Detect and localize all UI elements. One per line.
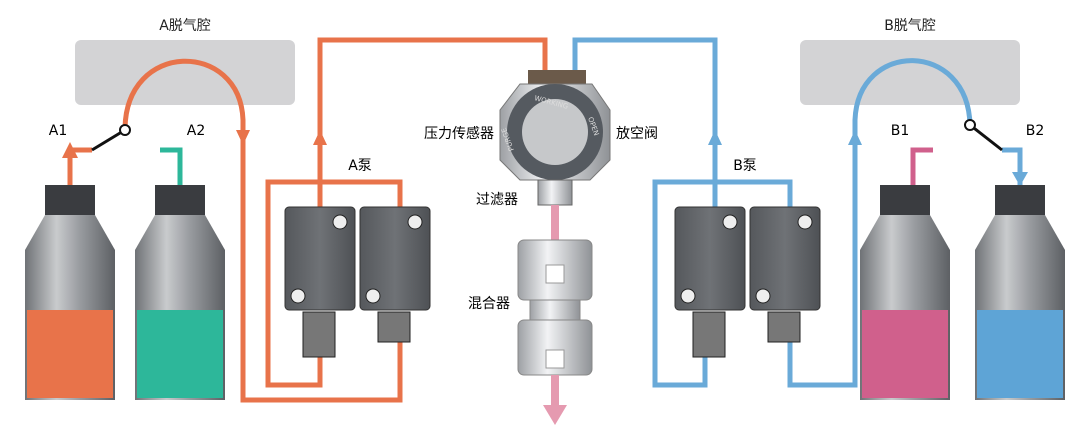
mixer [517,239,593,376]
pump-a [284,206,431,358]
outlet-arrow-icon [543,405,567,425]
pump-b-label: B泵 [733,158,757,174]
bottle-b1 [860,185,950,400]
a1-label: A1 [49,123,67,139]
filter [537,179,573,206]
mixer-label: 混合器 [468,296,510,312]
bottle-a1 [25,185,115,400]
a-flow-lines [67,37,548,403]
bottle-b2 [975,185,1065,400]
b1-label: B1 [891,123,910,139]
b-arrow-icon [848,130,862,145]
degasser-b-label: B脱气腔 [884,18,936,34]
b-switch [969,123,1003,152]
a-switch [91,128,126,152]
a-arrow-icon [236,130,250,145]
a-arrow-icon [62,142,78,158]
degasser-a-chamber [75,40,295,105]
degasser-a-label: A脱气腔 [159,18,211,34]
connector-tube [551,205,559,240]
purge-valve-label: 放空阀 [616,126,658,142]
degasser-b-chamber [800,40,1020,105]
b-arrow-icon [1012,172,1028,186]
b-switch-pivot [964,119,976,131]
purge-valve: WORKING OPEN PURGE [499,70,611,181]
b1-inlet-tube [910,147,933,185]
bottle-a2 [135,185,225,400]
pressure-sensor-label: 压力传感器 [424,125,494,142]
b2-label: B2 [1026,123,1045,139]
a2-label: A2 [187,123,205,139]
a-switch-pivot [119,124,131,136]
outlet-tube [551,375,559,410]
a2-inlet-tube [160,147,183,185]
pump-a-label: A泵 [348,158,372,174]
b-arrow-icon [708,130,722,145]
filter-label: 过滤器 [476,192,518,208]
pump-b [674,206,821,358]
a-arrow-icon [313,130,327,145]
